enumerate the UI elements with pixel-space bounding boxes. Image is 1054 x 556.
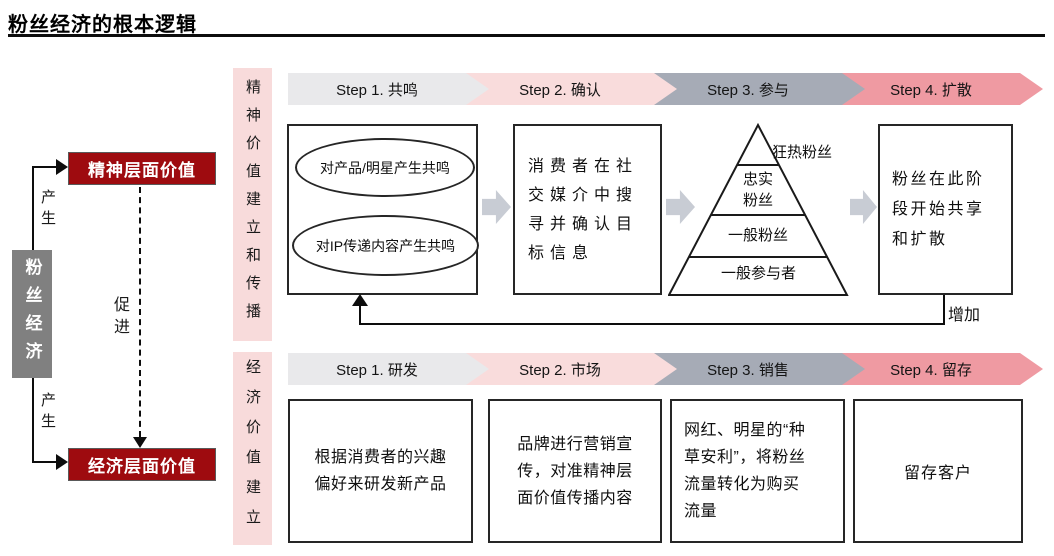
page-title: 粉丝经济的根本逻辑	[8, 14, 197, 36]
block-arrow-right-icon	[482, 190, 511, 224]
economic-side-label: 经济价值建立	[244, 358, 261, 539]
spiritual-side-strip: 精神价值建立和传播	[233, 68, 272, 341]
step-chevron-market: Step 2. 市场	[466, 353, 677, 385]
step-label: Step 1. 共鸣	[336, 81, 418, 99]
step-label: Step 3. 参与	[707, 81, 789, 99]
step-chevron-resonance: Step 1. 共鸣	[288, 73, 489, 105]
fan-pyramid	[668, 123, 849, 296]
retention-box: 留存客户	[853, 399, 1023, 543]
feedback-line-horizontal	[359, 323, 945, 325]
feedback-line-down	[943, 295, 945, 325]
arrow-up-feedback-icon	[352, 294, 368, 306]
step-label: Step 1. 研发	[336, 361, 418, 379]
pyramid-level-3-label: 一般粉丝	[727, 227, 788, 244]
spread-box-text: 粉丝在此阶 段开始共享 和扩散	[892, 170, 985, 248]
marketing-box: 品牌进行营销宣 传，对准精神层 面价值传播内容	[488, 399, 662, 543]
arrow-right-to-economic-icon	[56, 454, 68, 470]
step-label: Step 4. 扩散	[890, 81, 972, 99]
marketing-box-text: 品牌进行营销宣 传，对准精神层 面价值传播内容	[517, 435, 633, 507]
economic-value-box: 经济层面价值	[68, 448, 216, 481]
generate-top-label: 产生	[39, 189, 56, 231]
confirm-box-text: 消费者在社 交媒介中搜 寻并确认目 标信息	[528, 157, 639, 262]
spiritual-value-box: 精神层面价值	[68, 152, 216, 185]
step-chevron-participate: Step 3. 参与	[654, 73, 865, 105]
economic-value-label: 经济层面价值	[88, 457, 196, 476]
title-underline	[8, 34, 1045, 37]
arrow-down-promote-icon	[133, 437, 147, 448]
promote-label: 促进	[111, 296, 128, 340]
resonance-ellipse-ip-label: 对IP传递内容产生共鸣	[315, 237, 456, 254]
connector-top-horizontal	[32, 166, 57, 168]
pyramid-level-4-label: 一般参与者	[720, 265, 796, 282]
step-chevron-sales: Step 3. 销售	[654, 353, 865, 385]
confirm-box: 消费者在社 交媒介中搜 寻并确认目 标信息	[513, 124, 662, 295]
feedback-increase-label: 增加	[948, 307, 981, 324]
step-chevron-rd: Step 1. 研发	[288, 353, 489, 385]
sales-box: 网红、明星的“种 草安利”，将粉丝 流量转化为购买 流量	[670, 399, 845, 543]
step-label: Step 2. 市场	[519, 361, 601, 379]
fan-economy-source-label: 粉丝经济	[22, 258, 42, 370]
spread-box: 粉丝在此阶 段开始共享 和扩散	[878, 124, 1013, 295]
step-label: Step 2. 确认	[519, 81, 601, 99]
step-chevron-spread: Step 4. 扩散	[842, 73, 1043, 105]
connector-bottom-horizontal	[32, 461, 57, 463]
spiritual-side-label: 精神价值建立和传播	[244, 78, 261, 331]
spiritual-value-label: 精神层面价值	[88, 161, 196, 180]
step-label: Step 4. 留存	[890, 361, 972, 379]
feedback-line-up	[359, 304, 361, 324]
rd-box: 根据消费者的兴趣 偏好来研发新产品	[288, 399, 473, 543]
pyramid-level-1-label: 狂热粉丝	[772, 144, 833, 161]
promote-dashed-line	[139, 187, 141, 437]
step-label: Step 3. 销售	[707, 361, 789, 379]
step-chevron-confirm: Step 2. 确认	[466, 73, 677, 105]
arrow-right-to-spiritual-icon	[56, 159, 68, 175]
resonance-ellipse-ip: 对IP传递内容产生共鸣	[292, 215, 479, 276]
retention-box-text: 留存客户	[903, 465, 972, 482]
generate-bottom-label: 产生	[39, 392, 56, 434]
resonance-ellipse-product: 对产品/明星产生共鸣	[295, 138, 475, 197]
fan-economy-source-box: 粉丝经济	[12, 250, 52, 378]
pyramid-level-2-label: 忠实 粉丝	[742, 171, 773, 209]
economic-side-strip: 经济价值建立	[233, 352, 272, 545]
step-chevron-retention: Step 4. 留存	[842, 353, 1043, 385]
sales-box-text: 网红、明星的“种 草安利”，将粉丝 流量转化为购买 流量	[684, 422, 806, 520]
block-arrow-right-icon	[850, 190, 877, 224]
rd-box-text: 根据消费者的兴趣 偏好来研发新产品	[314, 449, 447, 493]
resonance-ellipse-product-label: 对产品/明星产生共鸣	[320, 159, 450, 176]
